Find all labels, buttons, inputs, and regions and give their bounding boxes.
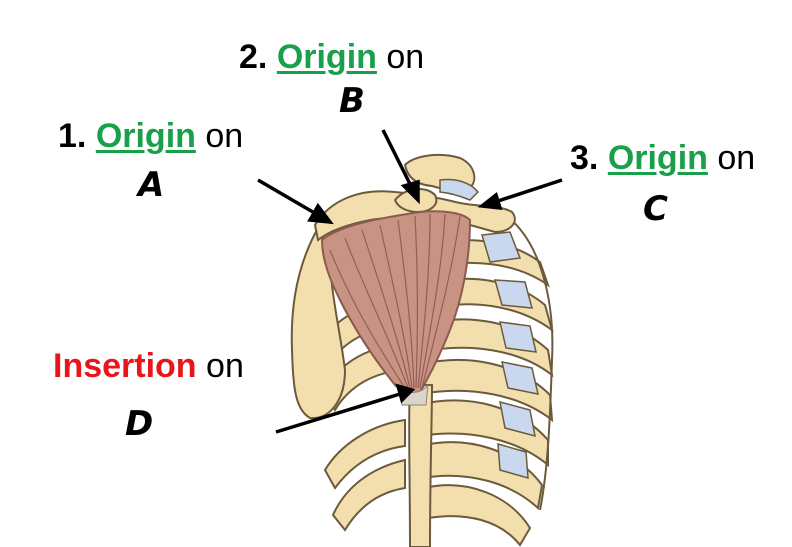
clavicle-end [439,178,480,201]
letter-a: A [138,165,165,205]
origin-term: Origin [607,139,708,177]
insertion-label: Insertion on [53,349,244,383]
label-number: 1. [58,117,87,155]
label-number: 3. [570,139,599,177]
letter-d: D [125,404,154,444]
origin-label-3: 3. Origin on [570,141,755,175]
humerus-bone [290,225,347,420]
insertion-term: Insertion [53,347,197,385]
pectoralis-minor-muscle [320,210,472,395]
right-rib-margin [504,214,554,511]
pointer-arrows [257,129,563,434]
origin-term: Origin [95,117,196,155]
letter-b: B [339,81,365,121]
origin-label-2: 2. Origin on [239,40,424,74]
label-suffix: on [386,38,425,76]
origin-term: Origin [276,38,377,76]
origin-label-1: 1. Origin on [58,119,243,153]
letter-c: C [643,189,668,229]
label-suffix: on [206,347,244,385]
label-suffix: on [205,117,244,155]
costal-cartilage [481,231,539,480]
label-number: 2. [239,38,268,76]
label-suffix: on [717,139,756,177]
muscle-fibers [329,213,461,389]
sternum [408,384,434,547]
